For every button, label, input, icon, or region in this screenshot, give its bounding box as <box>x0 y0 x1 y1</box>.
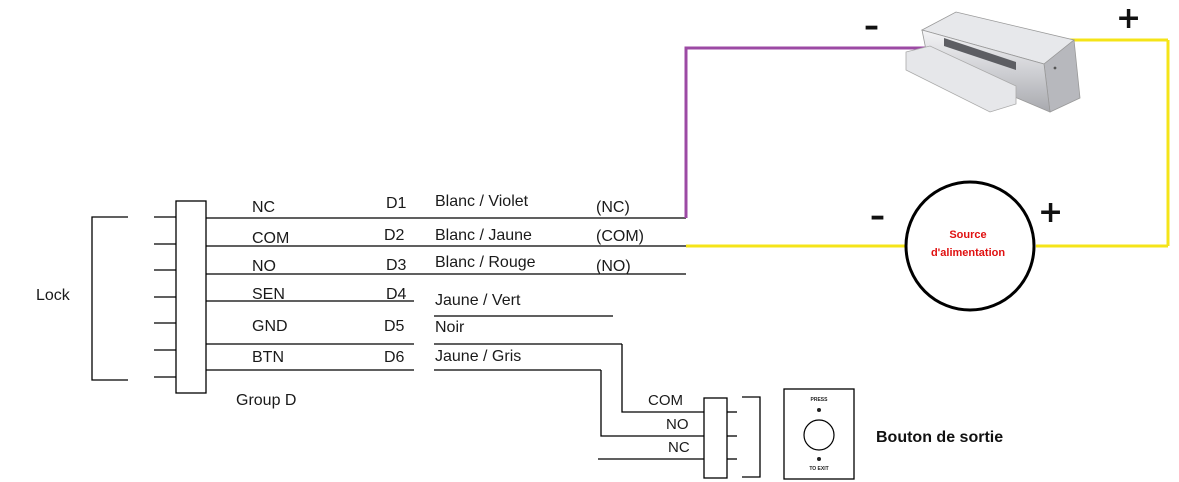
exit-terminal-no: NO <box>666 416 689 433</box>
wire-color-d6: Jaune / Gris <box>435 348 521 365</box>
power-minus-sign: – <box>870 199 885 234</box>
lock-label: Lock <box>36 287 71 304</box>
exit-button-label: Bouton de sortie <box>876 429 1003 446</box>
exit-terminal-nc: NC <box>668 439 690 456</box>
maglock-plus-sign: + <box>1116 1 1141 36</box>
pin-id-d4: D4 <box>386 286 407 303</box>
pin-id-d1: D1 <box>386 195 407 212</box>
power-source: Source d'alimentation <box>904 180 1036 312</box>
power-source-circle <box>904 180 1036 312</box>
exit-to-exit-text: TO EXIT <box>809 466 828 472</box>
exit-terminal-com: COM <box>648 392 683 409</box>
power-source-label-line1: Source <box>949 229 986 241</box>
pin-name-com: COM <box>252 230 289 247</box>
group-label: Group D <box>236 392 296 409</box>
lock-bracket: Lock <box>36 216 128 381</box>
power-plus-sign: + <box>1038 195 1063 230</box>
pin-extra-nc: (NC) <box>596 199 630 216</box>
exit-button-connector: COM NO NC <box>598 344 761 479</box>
pin-extra-no: (NO) <box>596 258 631 275</box>
exit-press-text: PRESS <box>811 397 829 403</box>
power-source-label-line2: d'alimentation <box>931 247 1005 259</box>
wire-color-d1: Blanc / Violet <box>435 193 529 210</box>
pin-id-d5: D5 <box>384 318 405 335</box>
maglock-minus-sign: – <box>864 9 879 44</box>
pin-id-d3: D3 <box>386 257 407 274</box>
exit-button-icon: PRESS TO EXIT <box>783 388 855 480</box>
pin-name-nc: NC <box>252 199 275 216</box>
pin-name-btn: BTN <box>252 349 284 366</box>
pin-id-d2: D2 <box>384 227 405 244</box>
wire-color-d3: Blanc / Rouge <box>435 254 536 271</box>
wire-color-d4: Jaune / Vert <box>435 292 521 309</box>
maglock-icon <box>905 11 1081 113</box>
pin-name-gnd: GND <box>252 318 288 335</box>
pin-name-sen: SEN <box>252 286 285 303</box>
purple-wire <box>684 46 925 218</box>
pin-extra-com: (COM) <box>596 228 644 245</box>
group-d-connector: Group D <box>154 200 296 409</box>
wire-color-d5: Noir <box>435 319 465 336</box>
pin-name-no: NO <box>252 258 276 275</box>
pin-id-d6: D6 <box>384 349 405 366</box>
pin-rows: NC COM NO SEN GND BTN D1 D2 D3 D4 D5 D6 … <box>206 193 686 371</box>
group-d-block <box>175 200 207 394</box>
yellow-wires <box>686 38 1170 248</box>
wire-color-d2: Blanc / Jaune <box>435 227 532 244</box>
